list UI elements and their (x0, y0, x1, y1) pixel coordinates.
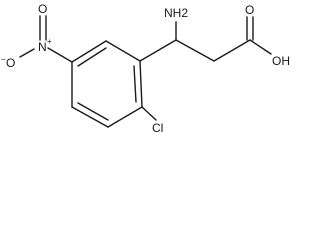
benzene-ring (71, 40, 143, 128)
nh2-label: NH2 (164, 6, 188, 20)
bond-ring-nitro-n (47, 47, 73, 63)
ring-bond-c5-c6 (71, 40, 107, 63)
nitro-n-label: N (38, 40, 47, 54)
cl-label: Cl (152, 121, 163, 135)
amino-acid-side-chain: NH2 O OH (139, 3, 290, 68)
nitro-n-charge: + (47, 37, 52, 46)
nitro-o-left-label: O (6, 56, 15, 70)
bond-c-oh (249, 39, 272, 55)
ring-bond-c1-c2 (139, 60, 143, 108)
ring-bond-c2-c3 (107, 106, 143, 128)
carbonyl-o-label: O (245, 3, 254, 17)
bond-ring-cl (141, 106, 157, 121)
bond-ring-ch (139, 39, 177, 62)
nitro-o-left-charge: − (1, 55, 6, 64)
bond-nitro-n-o-left (19, 48, 35, 58)
ring-double-bond-c3-c4 (77, 102, 109, 121)
bond-ch2-cooh (213, 39, 251, 62)
ring-double-bond-c5-c6 (77, 47, 107, 67)
nitro-group: N + O − O (1, 2, 73, 70)
oh-label: OH (272, 54, 290, 68)
ring-bond-c6-c1 (105, 40, 141, 62)
nitro-o-top-label: O (38, 2, 47, 16)
ring-bond-c3-c4 (71, 106, 109, 128)
chemical-structure-diagram: N + O − O Cl NH2 O OH (1, 2, 290, 135)
ring-double-bond-c1-c2 (133, 65, 137, 103)
bond-ch-ch2 (175, 39, 215, 62)
chloro-group: Cl (141, 106, 163, 135)
